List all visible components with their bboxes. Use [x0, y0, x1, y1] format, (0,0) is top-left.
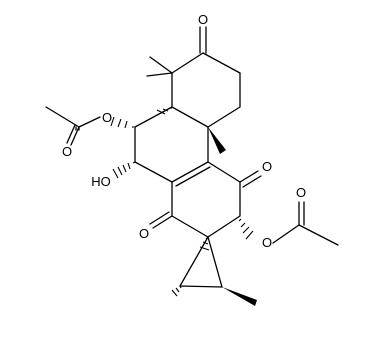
bond-c4-methyl-left [146, 72, 173, 77]
bond-oac-left-co-down-a [70, 126, 80, 146]
bond-c3-c2 [202, 52, 241, 74]
bond-oac-right-c-me [298, 224, 339, 246]
bonds [45, 26, 339, 288]
bond-oac-left-c-me [45, 106, 80, 128]
atom-label-acetate-o-left-ester: O [102, 110, 112, 125]
hash-cp1-h [171, 285, 182, 297]
atom-label-acetate-o-right-ester: O [262, 235, 272, 250]
wedge-cp-methyl [222, 287, 257, 306]
bond-c13-cp2 [207, 236, 223, 288]
bond-c11-c9 [207, 161, 241, 183]
bond-c11-o-ketone-a [239, 170, 259, 183]
bond-c10-c5 [171, 106, 209, 128]
atom-label-ketone-o-top: O [198, 12, 208, 27]
bond-cp1-cp2 [179, 285, 223, 288]
bond-c14-o-ketone-a [152, 215, 173, 229]
bond-c14-c13 [171, 215, 209, 238]
bond-c4-methyl-up [149, 56, 173, 74]
bond-c13-c12 [207, 215, 241, 238]
bond-c13-cp1 [179, 236, 209, 287]
atom-label-acetate-o-right-carbonyl: O [296, 185, 306, 200]
hash-c6-oac [110, 116, 134, 129]
hash-c7-oh [112, 161, 136, 179]
atom-label-hydroxyl: HO [91, 174, 111, 189]
bond-c8-c9-b [175, 166, 211, 187]
bond-c14-o-ketone-b [149, 211, 170, 225]
bond-c11-o-ketone-b [242, 175, 262, 188]
bond-c7-c8 [134, 161, 173, 183]
atom-label-ketone-o-right: O [262, 159, 272, 174]
bond-oac-left-o-c [78, 116, 101, 128]
atom-label-acetate-o-left-carbonyl: O [62, 144, 72, 159]
bond-c4-c3 [171, 52, 204, 74]
bond-c1-c10 [207, 106, 241, 128]
bond-c8-c9-a [171, 161, 209, 183]
hash-c13-spiro [199, 236, 210, 251]
atom-labels: O O O HO O O O O [62, 12, 306, 250]
hash-c5-h [156, 107, 172, 115]
stereo-bonds [110, 107, 257, 306]
hash-c12-oac [238, 218, 254, 240]
bond-oac-right-o-c [272, 224, 300, 244]
bond-oac-left-co-down-b [66, 124, 76, 144]
wedge-c10-methyl [208, 127, 226, 154]
atom-label-ketone-o-bottom: O [139, 226, 149, 241]
